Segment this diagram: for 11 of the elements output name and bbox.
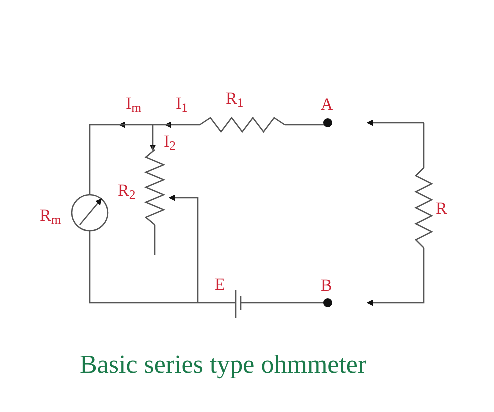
- component-label: R: [436, 200, 448, 217]
- component-label: I$_{2}$: [164, 133, 176, 150]
- component-label: R$_{2}$: [118, 182, 136, 199]
- component-label: B: [321, 277, 332, 294]
- component-label: R$_{1}$: [226, 90, 244, 107]
- component-label: R$_{m}$: [40, 207, 62, 224]
- caption: Basic series type ohmmeter: [80, 352, 367, 378]
- component-label: I$_{1}$: [176, 95, 188, 112]
- component-label: I$_{m}$: [126, 95, 142, 112]
- component-label: A: [321, 96, 334, 113]
- component-label: E: [215, 276, 226, 293]
